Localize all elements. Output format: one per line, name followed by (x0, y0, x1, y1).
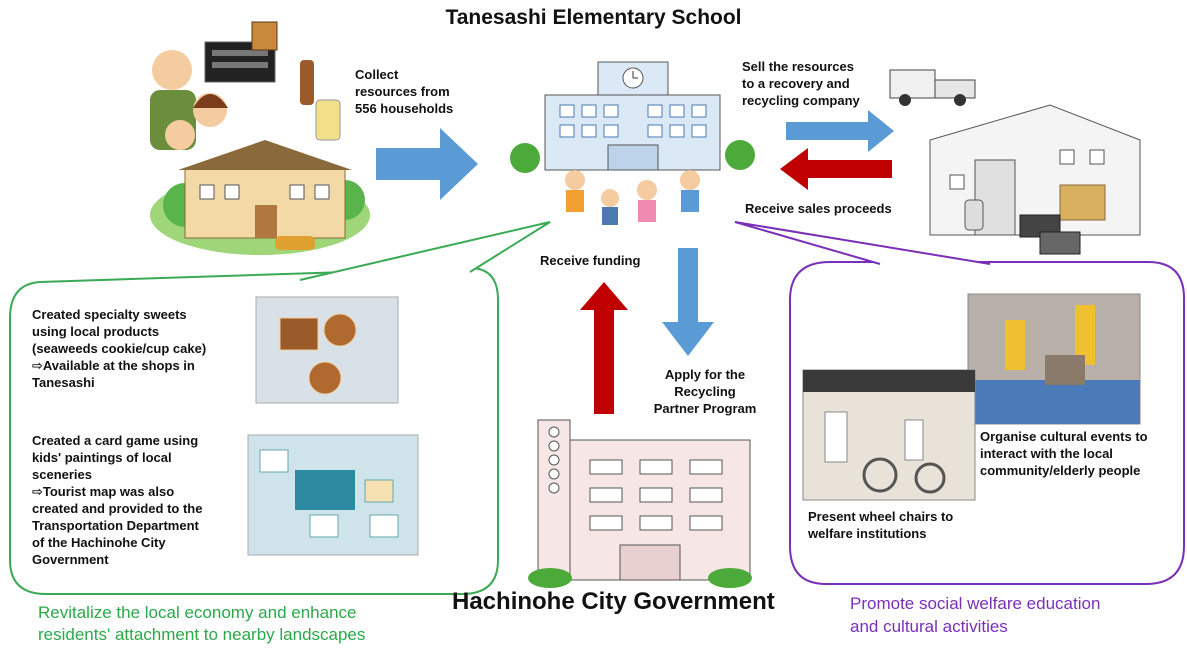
sweets-line-2: using local products (32, 324, 160, 339)
sell-line-1: Sell the resources (742, 59, 854, 74)
collect-line-2: resources from (355, 84, 450, 99)
school-illustration (510, 61, 755, 225)
sweets-text: Created specialty sweets using local pro… (32, 306, 206, 391)
welfare-caption-line-1: Promote social welfare education (850, 594, 1101, 613)
city-building-illustration (528, 419, 752, 588)
events-line-3: community/elderly people (980, 463, 1141, 478)
welfare-panel-border (789, 261, 1185, 585)
sweets-photo (255, 296, 399, 404)
sell-line-2: to a recovery and (742, 76, 850, 91)
collect-arrow (376, 128, 478, 200)
sweets-line-3: (seaweeds cookie/cup cake) (32, 341, 207, 356)
recycling-company-illustration (889, 69, 1141, 255)
receive-funding-label: Receive funding (540, 253, 641, 268)
collect-label: Collect resources from 556 households (355, 66, 453, 117)
collect-line-3: 556 households (355, 101, 454, 116)
funding-arrow (580, 282, 628, 414)
economy-caption-line-2: residents' attachment to nearby landscap… (38, 625, 366, 644)
sell-arrow (786, 110, 894, 152)
households-illustration (150, 21, 370, 255)
receive-sales-label: Receive sales proceeds (745, 201, 892, 216)
events-line-2: interact with the local (980, 446, 1113, 461)
welfare-panel-tail (734, 221, 991, 265)
apply-line-2: Recycling (674, 384, 736, 399)
economy-panel-border (9, 266, 499, 595)
apply-arrow (662, 248, 714, 356)
sweets-line-5: Tanesashi (32, 375, 95, 390)
events-text: Organise cultural events to interact wit… (980, 428, 1148, 479)
sweets-line-4: ⇨Available at the shops in (32, 358, 195, 373)
cardgame-line-4: ⇨Tourist map was also (32, 484, 175, 499)
events-photo (967, 293, 1141, 425)
proceeds-arrow (780, 148, 892, 190)
cardgame-line-8: Government (32, 552, 109, 567)
wheelchairs-line-2: welfare institutions (808, 526, 927, 541)
sell-line-3: recycling company (742, 93, 860, 108)
events-line-1: Organise cultural events to (980, 429, 1148, 444)
wheelchairs-photo (802, 369, 976, 501)
city-government-title: Hachinohe City Government (452, 588, 775, 615)
economy-panel-tail (299, 221, 551, 281)
welfare-caption-line-2: and cultural activities (850, 617, 1008, 636)
school-title: Tanesashi Elementary School (445, 6, 742, 29)
cardgame-line-7: of the Hachinohe City (32, 535, 166, 550)
wheelchairs-text: Present wheel chairs to welfare institut… (808, 508, 953, 542)
cardgame-text: Created a card game using kids' painting… (32, 432, 202, 568)
cardgame-line-6: Transportation Department (32, 518, 199, 533)
apply-label: Apply for the Recycling Partner Program (650, 366, 760, 417)
sweets-line-1: Created specialty sweets (32, 307, 187, 322)
apply-line-3: Partner Program (653, 401, 757, 416)
wheelchairs-line-1: Present wheel chairs to (808, 509, 954, 524)
economy-caption-line-1: Revitalize the local economy and enhance (38, 603, 357, 622)
welfare-caption: Promote social welfare education and cul… (850, 592, 1100, 638)
cardgame-line-1: Created a card game using (32, 433, 199, 448)
apply-line-1: Apply for the (664, 367, 746, 382)
sell-label: Sell the resources to a recovery and rec… (742, 58, 860, 109)
collect-line-1: Collect (355, 67, 399, 82)
cardgame-line-3: sceneries (32, 467, 92, 482)
cardgame-line-5: created and provided to the (32, 501, 203, 516)
economy-caption: Revitalize the local economy and enhance… (38, 602, 365, 646)
cardgame-photo (247, 434, 419, 556)
cardgame-line-2: kids' paintings of local (32, 450, 172, 465)
